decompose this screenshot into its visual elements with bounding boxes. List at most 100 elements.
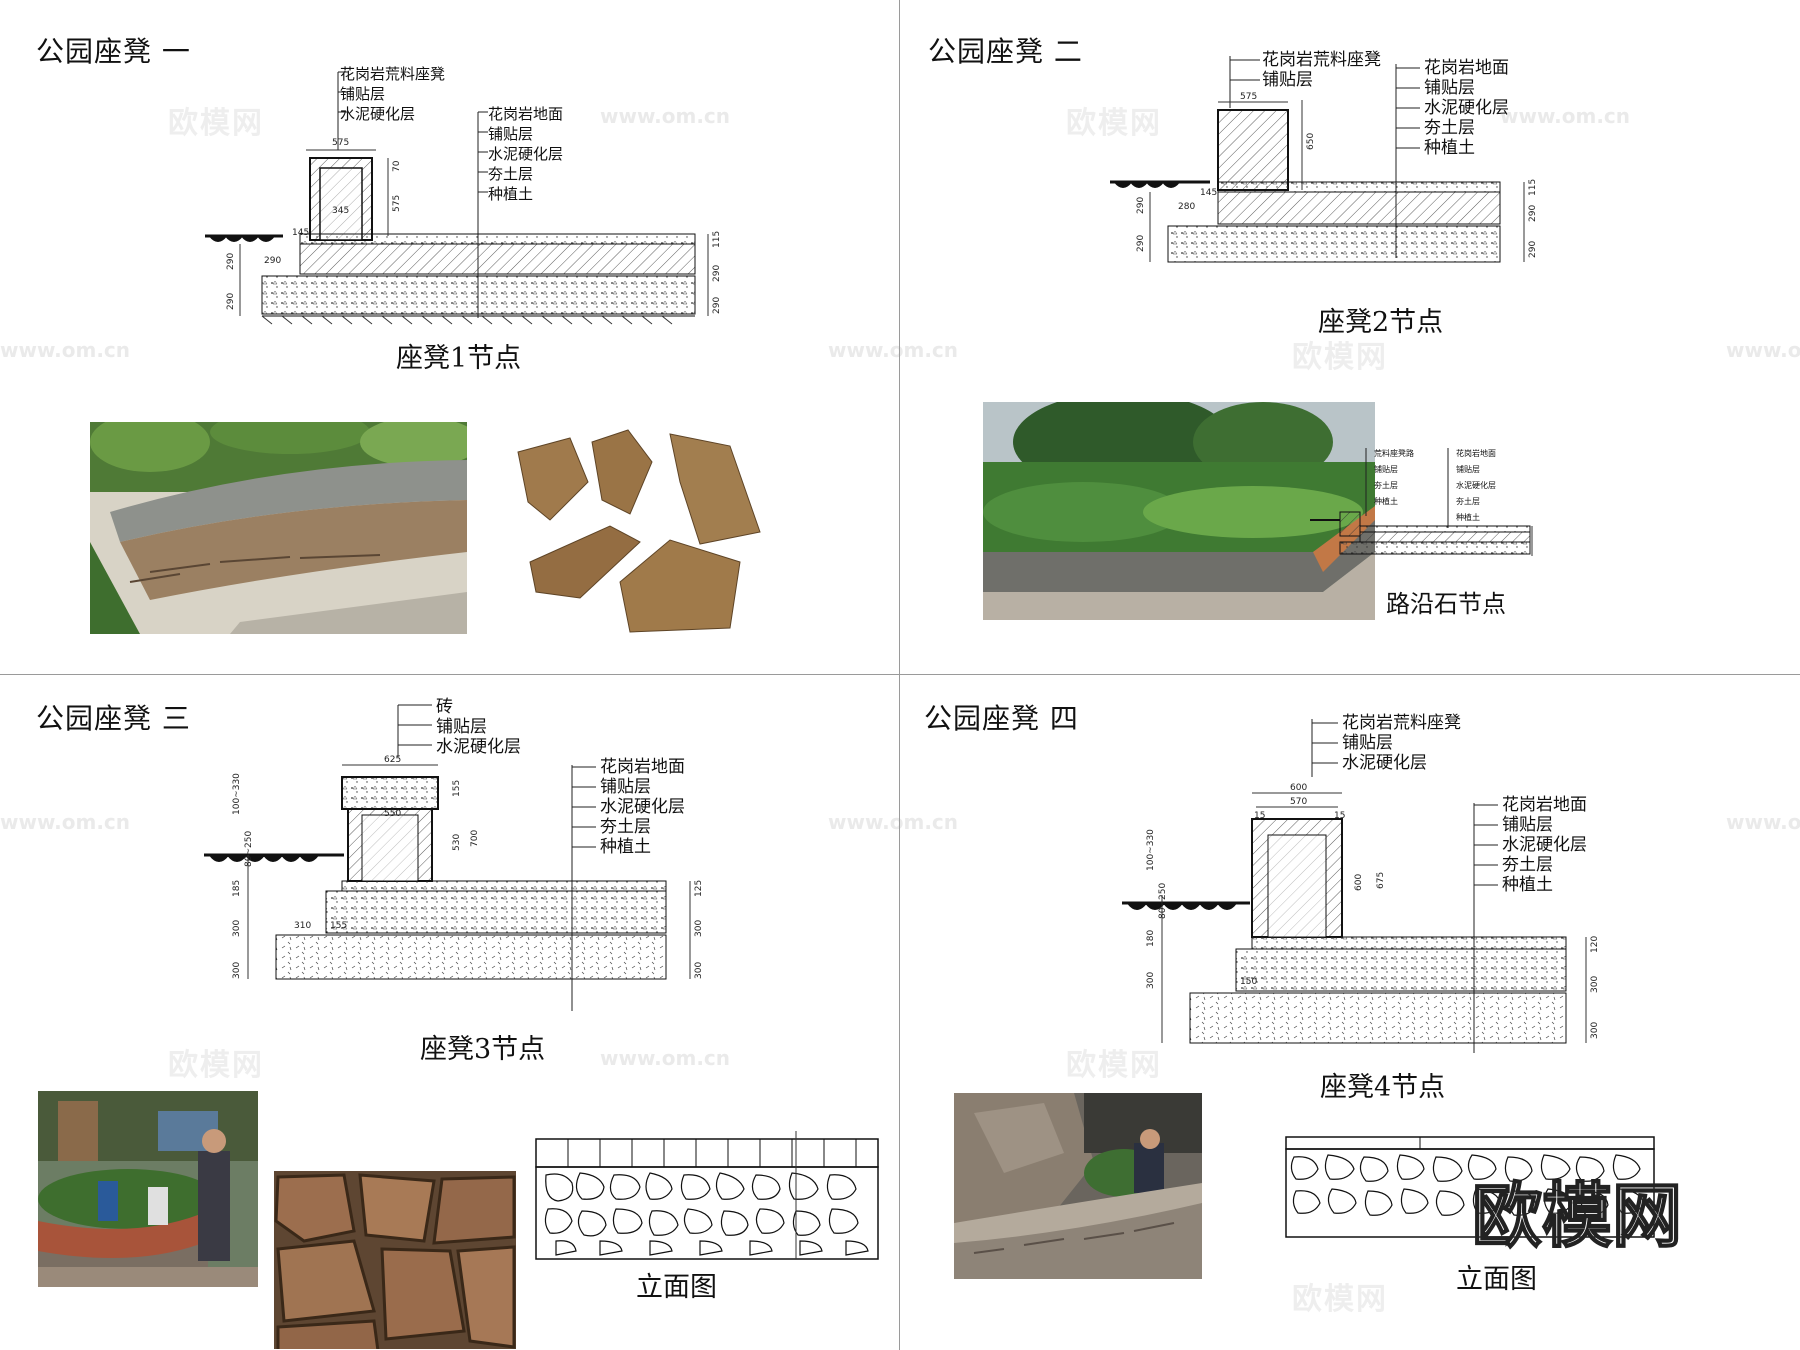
detail-callout-right: 花岗岩地面 铺贴层 水泥硬化层 夯土层 种植土 <box>1456 446 1496 526</box>
curb-photo <box>983 402 1375 620</box>
quadrant-bench-1: 公园座凳 一 花岗岩荒料座凳 铺贴层 水泥硬化层 花岗岩地面 铺贴层 水泥硬化层… <box>0 0 899 674</box>
callout-label: 夯土层 <box>600 817 651 837</box>
dim-label: 115 <box>712 230 722 248</box>
callout-label: 铺贴层 <box>1262 70 1313 90</box>
callout-label: 夯土层 <box>488 165 534 183</box>
dim-label: 290 <box>264 256 282 266</box>
callout-label: 水泥硬化层 <box>1456 481 1496 490</box>
callout-label: 花岗岩荒料座凳 <box>1262 50 1381 70</box>
detail-callout-left: 荒料座凳路 铺贴层 夯土层 种植土 <box>1374 446 1414 510</box>
callout-right: 花岗岩地面 铺贴层 水泥硬化层 夯土层 种植土 <box>1424 58 1509 158</box>
callout-label: 铺贴层 <box>488 125 534 143</box>
callout-label: 夯土层 <box>1374 481 1398 490</box>
callout-label: 铺贴层 <box>340 85 386 103</box>
section-caption: 座凳4节点 <box>1320 1072 1446 1103</box>
callout-label: 铺贴层 <box>1374 465 1398 474</box>
section-caption: 座凳1节点 <box>396 343 522 374</box>
quadrant-title: 公园座凳 二 <box>928 35 1083 68</box>
dim-label: 575 <box>1240 92 1258 102</box>
planter-photo <box>38 1091 258 1287</box>
dim-label: 290 <box>226 292 236 310</box>
callout-right: 花岗岩地面 铺贴层 水泥硬化层 夯土层 种植土 <box>488 104 563 204</box>
callout-label: 花岗岩地面 <box>1424 58 1509 78</box>
curb-detail-drawing <box>1310 448 1533 556</box>
callout-label: 铺贴层 <box>600 777 651 797</box>
dim-label: 155 <box>330 921 348 931</box>
dim-label: 625 <box>384 755 402 765</box>
callout-label: 铺贴层 <box>1342 733 1393 753</box>
dim-label: 15 <box>1334 811 1346 821</box>
section-drawing-1 <box>205 71 709 325</box>
dim-label: 280 <box>1178 202 1196 212</box>
callout-label: 夯土层 <box>1456 497 1480 506</box>
callout-label: 花岗岩荒料座凳 <box>1342 713 1461 733</box>
dim-label: 575 <box>332 138 350 148</box>
dim-label: 310 <box>294 921 312 931</box>
dim-label: 145 <box>292 228 310 238</box>
dim-label: 145 <box>1200 188 1218 198</box>
callout-label: 花岗岩地面 <box>600 757 685 777</box>
callout-label: 花岗岩地面 <box>488 105 564 123</box>
callout-label: 种植土 <box>488 185 534 203</box>
quadrant-bench-4: 公园座凳 四 花岗岩荒料座凳 铺贴层 水泥硬化层 花岗岩地面 铺贴层 水泥硬化层… <box>900 675 1799 1349</box>
vertical-divider <box>899 0 900 1350</box>
dim-label: 600 <box>1290 783 1308 793</box>
callout-label: 种植土 <box>1424 138 1475 158</box>
callout-label: 花岗岩荒料座凳 <box>340 65 446 83</box>
rock-bench-photo <box>954 1093 1202 1279</box>
callout-right: 花岗岩地面 铺贴层 水泥硬化层 夯土层 种植土 <box>1502 795 1587 895</box>
callout-top: 花岗岩荒料座凳 铺贴层 <box>1262 50 1381 90</box>
callout-label: 铺贴层 <box>1502 815 1553 835</box>
dim-label: 290 <box>226 252 236 270</box>
callout-label: 水泥硬化层 <box>436 737 521 757</box>
dim-label: 345 <box>332 206 350 216</box>
bench-photo <box>90 422 467 634</box>
callout-label: 种植土 <box>600 837 651 857</box>
section-caption: 座凳2节点 <box>1318 307 1444 338</box>
callout-label: 花岗岩地面 <box>1502 795 1587 815</box>
callout-right: 花岗岩地面 铺贴层 水泥硬化层 夯土层 种植土 <box>600 757 685 857</box>
callout-label: 铺贴层 <box>436 717 487 737</box>
dim-label: 550 <box>384 809 402 819</box>
quadrant-title: 公园座凳 一 <box>36 35 191 68</box>
lava-stone-photo <box>274 1171 516 1349</box>
callout-label: 水泥硬化层 <box>600 797 685 817</box>
callout-label: 水泥硬化层 <box>340 105 416 123</box>
callout-label: 花岗岩地面 <box>1456 449 1496 458</box>
callout-top: 花岗岩荒料座凳 铺贴层 水泥硬化层 <box>1342 713 1461 773</box>
section-drawing-3 <box>204 704 691 1011</box>
watermark-logo-large: 欧模网 <box>1471 1174 1683 1258</box>
callout-label: 水泥硬化层 <box>1342 753 1427 773</box>
dim-label: 150 <box>1240 977 1258 987</box>
dim-label: 575 <box>392 194 402 212</box>
horizontal-divider <box>0 674 1800 675</box>
dim-label: 290 <box>712 264 722 282</box>
callout-label: 种植土 <box>1456 513 1480 522</box>
section-drawing-2 <box>1110 56 1525 263</box>
elevation-drawing-4 <box>1285 1136 1655 1238</box>
callout-top: 砖 铺贴层 水泥硬化层 <box>436 697 521 757</box>
quadrant-title: 公园座凳 四 <box>924 702 1079 735</box>
callout-label: 种植土 <box>1502 875 1553 895</box>
callout-label: 荒料座凳路 <box>1374 449 1414 458</box>
stone-photo <box>510 422 765 634</box>
callout-label: 种植土 <box>1374 497 1398 506</box>
dim-label: 15 <box>1254 811 1266 821</box>
quadrant-bench-2: 公园座凳 二 花岗岩荒料座凳 铺贴层 花岗岩地面 铺贴层 水泥硬化层 夯土层 种… <box>900 0 1799 674</box>
dim-label: 570 <box>1290 797 1308 807</box>
elevation-drawing-3 <box>535 1131 879 1260</box>
detail-caption: 路沿石节点 <box>1386 590 1506 618</box>
quadrant-title: 公园座凳 三 <box>36 702 191 735</box>
section-caption: 座凳3节点 <box>420 1034 546 1065</box>
elevation-caption: 立面图 <box>1456 1264 1537 1295</box>
callout-top: 花岗岩荒料座凳 铺贴层 水泥硬化层 <box>340 64 445 124</box>
callout-label: 水泥硬化层 <box>1502 835 1587 855</box>
callout-label: 铺贴层 <box>1456 465 1480 474</box>
section-drawing-4 <box>1122 719 1587 1053</box>
callout-label: 铺贴层 <box>1424 78 1475 98</box>
elevation-caption: 立面图 <box>636 1272 717 1303</box>
callout-label: 夯土层 <box>1424 118 1475 138</box>
callout-label: 水泥硬化层 <box>488 145 564 163</box>
dim-label: 70 <box>392 160 402 172</box>
callout-label: 砖 <box>436 697 453 717</box>
